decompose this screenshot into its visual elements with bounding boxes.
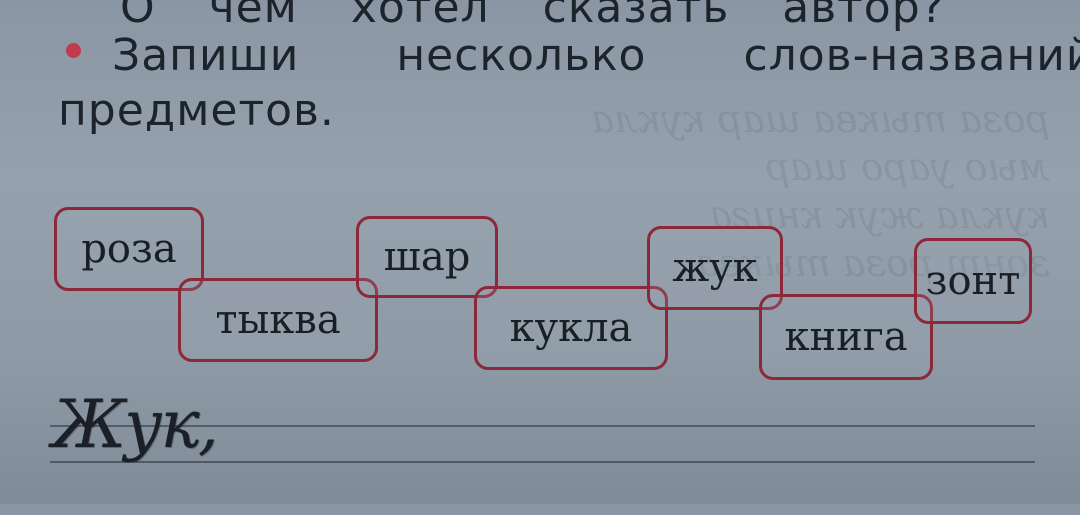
word-box-shar[interactable]: шар [356,216,498,298]
word-box-tykva[interactable]: тыква [178,278,378,362]
ruled-line-top [50,425,1035,427]
word-box-zont[interactable]: зонт [914,238,1032,324]
task-line-2: предметов. [58,85,335,136]
word-box-kniga[interactable]: книга [759,294,933,380]
handwritten-answer[interactable]: Жук, [52,386,219,463]
word-box-zhuk[interactable]: жук [647,226,783,310]
ruled-line-bottom [50,461,1035,463]
word-box-roza[interactable]: роза [54,207,204,291]
question-line: О чем хотел сказать автор? [120,0,946,33]
bullet-icon [66,43,81,58]
task-line-1: Запиши несколько слов-названий [112,30,1080,81]
word-box-kukla[interactable]: кукла [474,286,668,370]
